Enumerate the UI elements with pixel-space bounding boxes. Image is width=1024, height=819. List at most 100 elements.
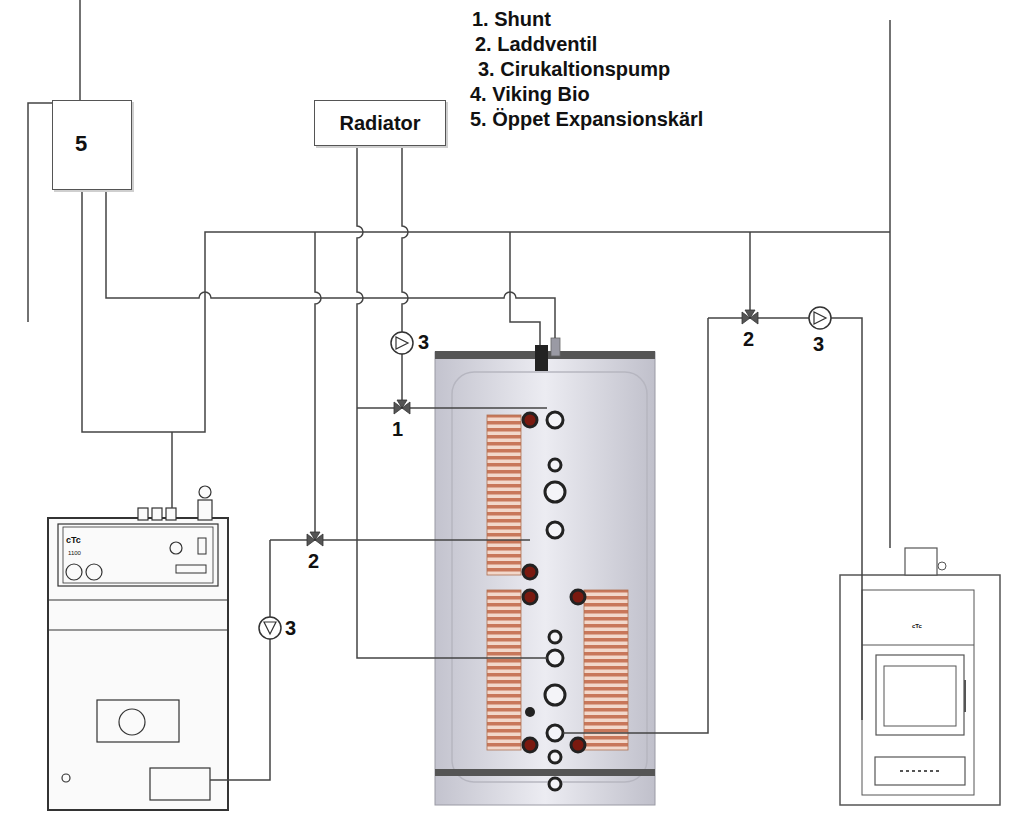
pumps <box>259 307 831 639</box>
callout-number: 2 <box>308 550 319 573</box>
pipe <box>210 540 270 780</box>
tank-inner <box>452 372 647 782</box>
stove-front <box>862 590 974 795</box>
port <box>549 751 561 763</box>
port <box>547 412 563 428</box>
pipe <box>357 146 547 658</box>
stove-body <box>840 575 1000 805</box>
flue-box <box>905 548 937 575</box>
shunt-valve <box>394 400 410 414</box>
label-holder: 2 <box>308 550 319 573</box>
stove-window <box>884 666 956 726</box>
port <box>549 459 561 471</box>
port <box>545 685 565 705</box>
coil <box>487 415 521 575</box>
label-holder: 2. Laddventil <box>475 33 597 56</box>
ash-vent <box>900 770 940 772</box>
expansion-tank-box: 5 <box>52 100 132 190</box>
control-panel <box>63 527 213 583</box>
pipe <box>28 103 52 322</box>
pipes <box>28 0 890 780</box>
panel-line <box>48 599 228 600</box>
valve-wheel <box>199 486 211 498</box>
brand-text: cTc <box>912 623 922 630</box>
gauge <box>66 564 82 580</box>
port <box>523 413 537 427</box>
callout-number: 3 <box>813 333 824 356</box>
port <box>571 590 585 604</box>
port <box>545 482 565 502</box>
port <box>549 631 561 643</box>
label-holder: 3 <box>813 333 824 356</box>
boiler <box>48 486 228 810</box>
label-holder: 2 <box>743 328 754 351</box>
node-text: Radiator <box>339 112 420 135</box>
valves <box>307 310 758 546</box>
label-holder: 1. Shunt <box>472 8 551 31</box>
label-holder: cTc <box>66 529 81 547</box>
label-holder: 3 <box>418 331 429 354</box>
boiler-body <box>48 518 228 810</box>
legend-item: 2. Laddventil <box>475 33 597 56</box>
boiler-plug <box>62 774 70 782</box>
port <box>523 738 537 752</box>
fitting <box>198 500 212 520</box>
pipe <box>708 318 862 720</box>
knob <box>170 542 182 554</box>
pipe <box>79 0 81 100</box>
switches <box>176 565 206 573</box>
port <box>523 590 537 604</box>
flue-knob <box>938 562 946 570</box>
stove-line <box>862 645 974 646</box>
label-holder: 5. Öppet Expansionskärl <box>470 108 703 131</box>
node-text: 5 <box>75 131 131 157</box>
port <box>547 650 563 666</box>
gauge <box>86 564 102 580</box>
pipe <box>889 20 891 548</box>
pump-symbol <box>809 307 831 329</box>
model-text: 1100 <box>68 550 81 557</box>
radiator-box: Radiator <box>314 100 446 146</box>
label-holder: 3 <box>285 617 296 640</box>
pump-arrow <box>396 337 408 349</box>
fitting <box>138 508 148 520</box>
port <box>547 522 563 538</box>
pipe <box>402 146 408 408</box>
port <box>523 565 537 579</box>
pump-arrow <box>264 622 276 634</box>
tank-band <box>435 769 655 776</box>
tank-pipe <box>535 345 548 371</box>
label-holder: cTc <box>912 614 922 632</box>
callout-number: 2 <box>743 328 754 351</box>
charging-valve <box>742 310 758 324</box>
coil <box>487 590 521 750</box>
port <box>571 738 585 752</box>
pipe <box>106 190 555 338</box>
callout-number: 3 <box>418 331 429 354</box>
pipe <box>171 432 173 508</box>
label-holder: 1 <box>392 418 403 441</box>
ash-door <box>875 757 965 785</box>
callout-number: 1 <box>392 418 403 441</box>
port <box>547 725 563 741</box>
switch <box>198 538 206 554</box>
label-holder: 4. Viking Bio <box>470 83 590 106</box>
fitting <box>152 508 162 520</box>
pipe <box>315 232 321 540</box>
coil <box>584 590 628 750</box>
tank-body <box>435 352 655 805</box>
boiler-window <box>119 709 145 735</box>
control-panel <box>58 524 218 586</box>
port <box>549 778 561 790</box>
pipe <box>563 318 708 733</box>
legend-item: 4. Viking Bio <box>470 83 590 106</box>
stove-handle <box>964 680 966 712</box>
pipe <box>82 190 890 432</box>
legend-item: 3. Cirukaltionspump <box>478 58 670 81</box>
tank-ports <box>545 412 565 790</box>
pipe <box>749 232 751 312</box>
fitting <box>166 508 176 520</box>
pipe <box>510 232 540 345</box>
brand-text: cTc <box>66 535 81 545</box>
